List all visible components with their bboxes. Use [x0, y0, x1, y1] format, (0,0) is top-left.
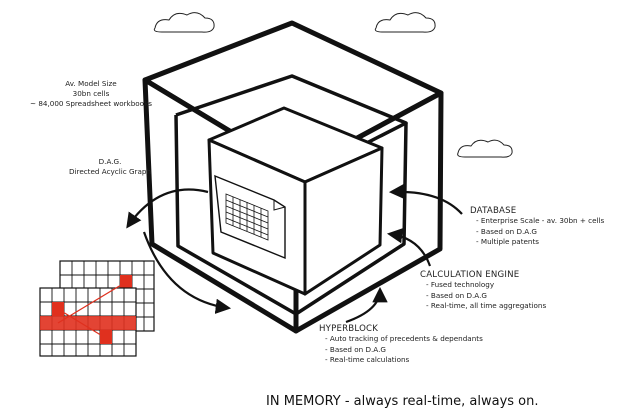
inner-cube — [207, 106, 384, 296]
database-block: DATABASE Enterprise Scale - av. 30bn + c… — [470, 206, 604, 248]
cloud-far-right — [457, 139, 513, 158]
calc-engine-bullet: Real-time, all time aggregations — [426, 301, 546, 312]
model-size-workbooks: ~ 84,000 Spreadsheet workbooks — [30, 99, 152, 108]
calc-engine-title: CALCULATION ENGINE — [420, 270, 520, 280]
model-size-cells: 30bn cells — [72, 89, 110, 98]
highlight-cell — [100, 330, 112, 344]
arrow-hyperblock-out — [142, 231, 232, 314]
hyperblock-bullet: Based on D.A.G — [325, 345, 483, 356]
cloud-right — [374, 12, 436, 33]
model-size-title: Av. Model Size — [65, 79, 117, 88]
database-bullet: Based on D.A.G — [476, 227, 604, 238]
arrows — [126, 183, 463, 324]
hyperblock-grid-front — [39, 281, 137, 357]
dag-title: D.A.G. — [98, 157, 122, 166]
calc-engine-bullet: Based on D.A.G — [426, 291, 546, 302]
arrow-dag — [126, 188, 209, 229]
database-bullet: Enterprise Scale - av. 30bn + cells — [476, 216, 604, 227]
calc-engine-bullet: Fused technology — [426, 280, 546, 291]
spreadsheet-icon — [214, 174, 286, 260]
cloud-left — [153, 12, 215, 33]
hyperblock-bullet: Auto tracking of precedents & dependants — [325, 334, 483, 345]
calc-engine-block: CALCULATION ENGINE Fused technology Base… — [420, 270, 546, 312]
hyperblock-bullet: Real-time calculations — [325, 355, 483, 366]
dag-subtitle: Directed Acyclic Graph — [68, 167, 151, 176]
arrow-hyperblock — [345, 286, 388, 324]
dag-block: D.A.G. Directed Acyclic Graph — [40, 157, 180, 177]
hyperblock-block: HYPERBLOCK Auto tracking of precedents &… — [319, 324, 483, 366]
database-title: DATABASE — [470, 206, 517, 216]
model-size-block: Av. Model Size 30bn cells ~ 84,000 Sprea… — [0, 79, 182, 109]
arrow-database — [388, 183, 463, 215]
hyperblock-title: HYPERBLOCK — [319, 324, 379, 334]
footer-tagline: IN MEMORY - always real-time, always on. — [266, 394, 539, 409]
arrow-calc-engine — [386, 228, 432, 267]
database-bullet: Multiple patents — [476, 237, 604, 248]
